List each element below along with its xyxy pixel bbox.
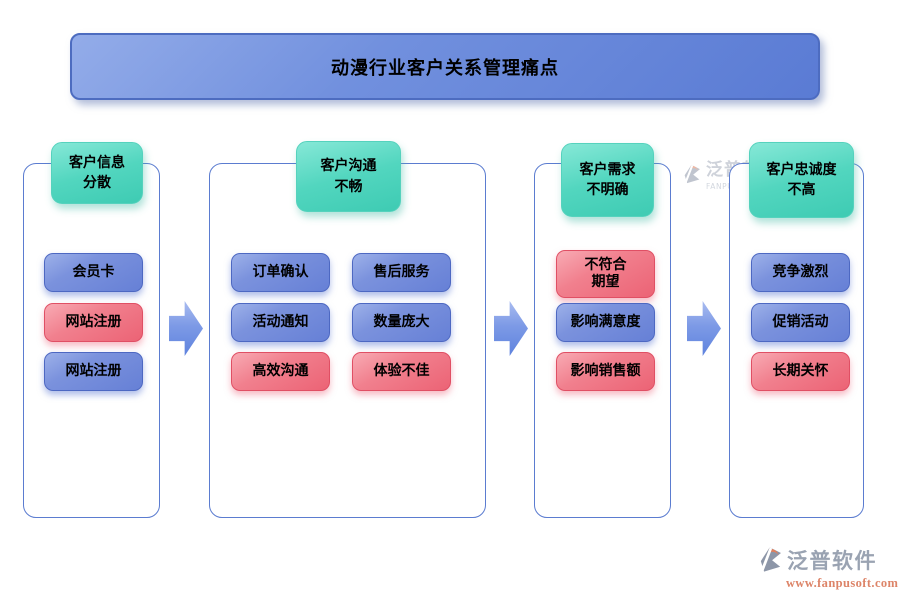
pain-item-pill: 不符合 期望 [556, 250, 655, 298]
pill-line: 不符合 [584, 256, 627, 273]
diagram-title-banner: 动漫行业客户关系管理痛点 [70, 33, 820, 100]
pain-item-pill: 长期关怀 [751, 352, 850, 391]
pain-item-pill: 竞争激烈 [751, 253, 850, 292]
pain-item-pill: 活动通知 [231, 303, 330, 342]
pain-item-pill: 促销活动 [751, 303, 850, 342]
column-header-badge: 客户沟通 不畅 [296, 141, 401, 212]
pain-item-pill: 订单确认 [231, 253, 330, 292]
pain-item-pill: 数量庞大 [352, 303, 451, 342]
fanpu-logo-icon [760, 547, 781, 572]
diagram-title: 动漫行业客户关系管理痛点 [331, 57, 559, 79]
pain-item-pill: 会员卡 [44, 253, 143, 292]
badge-line: 不畅 [334, 178, 363, 195]
flow-arrow-icon [687, 301, 721, 356]
badge-line: 客户沟通 [320, 158, 377, 175]
flow-arrow-icon [494, 301, 528, 356]
pain-item-pill: 网站注册 [44, 303, 143, 342]
badge-line: 不高 [787, 182, 816, 198]
pain-item-pill: 售后服务 [352, 253, 451, 292]
fanpu-logo-icon [684, 164, 700, 184]
brand-name: 泛普软件 [787, 548, 877, 573]
pain-item-pill: 影响销售额 [556, 352, 655, 391]
column-header-badge: 客户需求 不明确 [561, 143, 654, 217]
pain-item-pill: 高效沟通 [231, 352, 330, 391]
badge-line: 分散 [83, 175, 111, 191]
pain-item-pill: 网站注册 [44, 352, 143, 391]
badge-line: 客户需求 [579, 161, 636, 178]
pain-item-pill: 影响满意度 [556, 303, 655, 342]
badge-line: 客户信息 [69, 154, 125, 171]
badge-line: 不明确 [586, 182, 629, 198]
column-header-badge: 客户信息 分散 [51, 142, 143, 204]
pill-line: 期望 [591, 274, 620, 290]
brand-logo: 泛普软件 www.fanpusoft.com [756, 544, 898, 591]
flow-arrow-icon [169, 301, 203, 356]
pain-item-pill: 体验不佳 [352, 352, 451, 391]
badge-line: 客户忠诚度 [766, 161, 837, 178]
brand-logo-row: 泛普软件 [756, 544, 898, 575]
column-header-badge: 客户忠诚度 不高 [749, 142, 854, 218]
brand-url: www.fanpusoft.com [786, 576, 899, 590]
